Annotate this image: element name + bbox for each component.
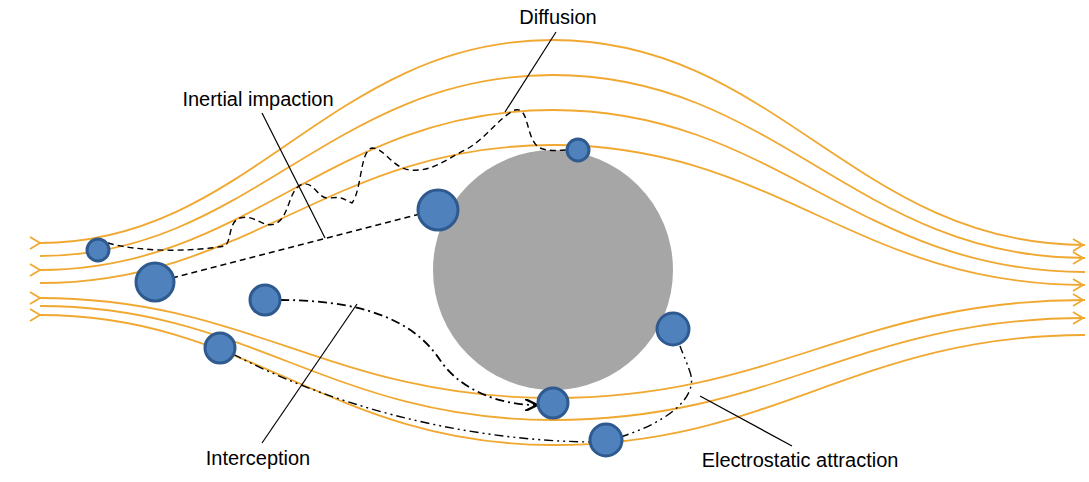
flow-chevron <box>1073 239 1083 251</box>
flow-chevron <box>1073 279 1083 291</box>
flow-chevron <box>1073 252 1083 264</box>
particle <box>205 333 235 363</box>
flow-chevron <box>30 292 40 304</box>
callout-label: Electrostatic attraction <box>700 449 901 472</box>
particle-paths <box>108 110 692 442</box>
callout-label: Diffusion <box>517 6 598 29</box>
leader-line <box>262 113 325 238</box>
electrostatic-path <box>233 354 590 442</box>
callout-label: Inertial impaction <box>180 88 335 111</box>
particle <box>87 239 109 261</box>
flow-chevron <box>1073 294 1083 306</box>
particles <box>87 139 689 456</box>
impaction-path <box>172 214 420 278</box>
particle <box>567 139 589 161</box>
leader-lines <box>262 32 792 446</box>
particle <box>538 388 568 418</box>
particle <box>590 424 622 456</box>
leader-line <box>700 396 792 446</box>
particle <box>136 263 174 301</box>
flow-chevron <box>30 264 40 276</box>
streamlines <box>40 40 1085 445</box>
diffusion-path <box>108 110 567 251</box>
flow-chevron <box>1073 312 1083 324</box>
filter-fiber <box>433 150 673 390</box>
particle <box>418 190 458 230</box>
leader-line <box>262 304 357 443</box>
interception-path <box>280 300 536 405</box>
electrostatic-path <box>620 346 692 437</box>
callout-label: Interception <box>204 447 313 470</box>
flow-chevron <box>30 237 40 249</box>
particle <box>657 313 689 345</box>
particle <box>250 285 280 315</box>
flow-chevron <box>30 309 40 321</box>
leader-line <box>505 32 556 112</box>
